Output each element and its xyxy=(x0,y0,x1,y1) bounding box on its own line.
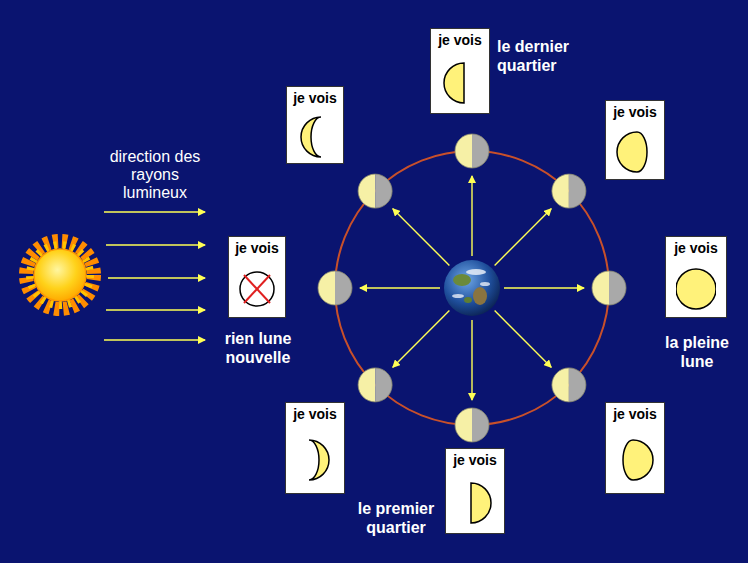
sun xyxy=(26,241,94,309)
moon-view-symbol xyxy=(615,126,655,178)
view-heading: je vois xyxy=(287,87,343,106)
view-card: je vois xyxy=(605,100,665,180)
sight-arrows xyxy=(360,176,584,400)
moon-view-symbol xyxy=(676,263,716,315)
view-card: je voisla pleine lune xyxy=(665,236,727,318)
phase-name: rien lune nouvelle xyxy=(216,329,300,367)
view-heading: je vois xyxy=(431,29,489,48)
moon-view-symbol xyxy=(295,434,335,486)
view-heading: je vois xyxy=(666,237,726,256)
moon-view-symbol xyxy=(237,263,277,315)
phase-name: le dernier quartier xyxy=(497,37,589,75)
moon-view-symbol xyxy=(455,477,495,529)
view-heading: je vois xyxy=(606,403,664,422)
view-card: je vois xyxy=(605,402,665,494)
light-direction-label: direction des rayons lumineux xyxy=(98,148,212,202)
view-heading: je vois xyxy=(606,101,664,120)
earth xyxy=(444,260,500,316)
moon-orbit xyxy=(335,151,609,425)
view-card: je voisle premier quartier xyxy=(445,448,505,534)
orbit-moons xyxy=(318,134,626,442)
view-heading: je vois xyxy=(229,237,285,256)
moon-view-symbol xyxy=(295,111,335,163)
phase-name: la pleine lune xyxy=(657,333,737,371)
moon-view-symbol xyxy=(615,434,655,486)
view-card: je vois xyxy=(285,402,345,494)
view-heading: je vois xyxy=(286,403,344,422)
moon-view-symbol xyxy=(440,57,480,109)
view-card: je voisrien lune nouvelle xyxy=(228,236,286,318)
view-heading: je vois xyxy=(446,449,504,468)
view-card: je vois xyxy=(286,86,344,164)
view-card: je voisle dernier quartier xyxy=(430,28,490,114)
light-rays xyxy=(104,212,205,340)
phase-name: le premier quartier xyxy=(350,499,442,537)
